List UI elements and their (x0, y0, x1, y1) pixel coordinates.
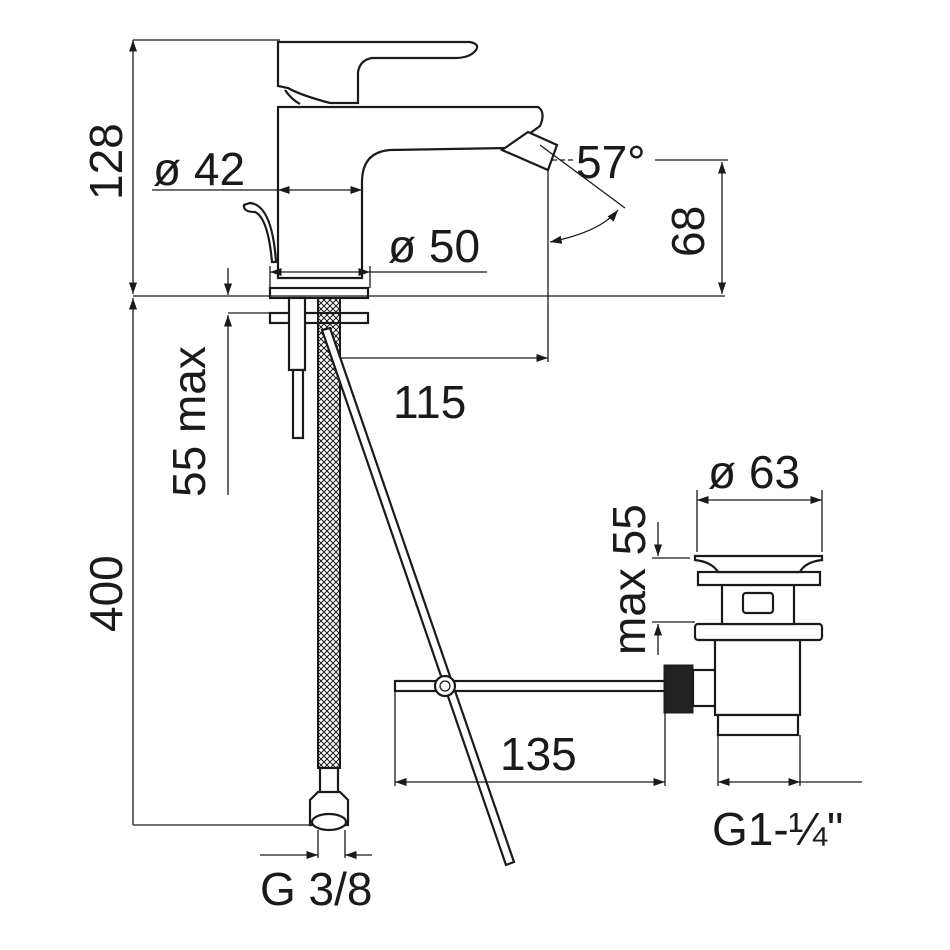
plug-cap (693, 554, 824, 574)
stud-rod (291, 368, 305, 440)
label-o50: ø 50 (388, 220, 480, 272)
label-57-deg: 57° (576, 136, 646, 188)
label-o42: ø 42 (153, 143, 245, 195)
waste-body (713, 638, 802, 717)
handle (276, 40, 479, 105)
cartridge-neck (284, 89, 301, 105)
label-o63: ø 63 (708, 446, 800, 498)
faucet (242, 40, 559, 867)
waste-tail (716, 713, 800, 737)
label-135: 135 (500, 728, 577, 780)
hose-ferrule (318, 766, 340, 796)
label-55-max: 55 max (163, 346, 215, 497)
popup-waste (393, 554, 824, 737)
ring (696, 570, 822, 587)
dimension-labels: 128 400 55 max ø 42 ø 50 115 57° 68 G 3/… (80, 123, 843, 915)
label-128: 128 (80, 123, 132, 200)
waste-slot (741, 591, 775, 615)
label-400: 400 (80, 555, 132, 632)
body (276, 105, 544, 280)
label-68: 68 (662, 206, 714, 257)
hose-nut-face (310, 812, 348, 832)
spout-nozzle (499, 130, 559, 172)
label-g38: G 3/8 (260, 863, 373, 915)
popup-lever (242, 201, 278, 264)
knurled-nut (663, 664, 694, 714)
threaded-stud (287, 296, 307, 372)
label-g1-quarter: G1-¼" (712, 803, 843, 855)
pivot-clip-inner (439, 680, 451, 692)
label-max-55: max 55 (603, 504, 655, 655)
dimension-lines (128, 39, 862, 860)
lower-flange (693, 622, 824, 642)
pivot-clip (433, 674, 457, 698)
label-115: 115 (393, 376, 466, 428)
